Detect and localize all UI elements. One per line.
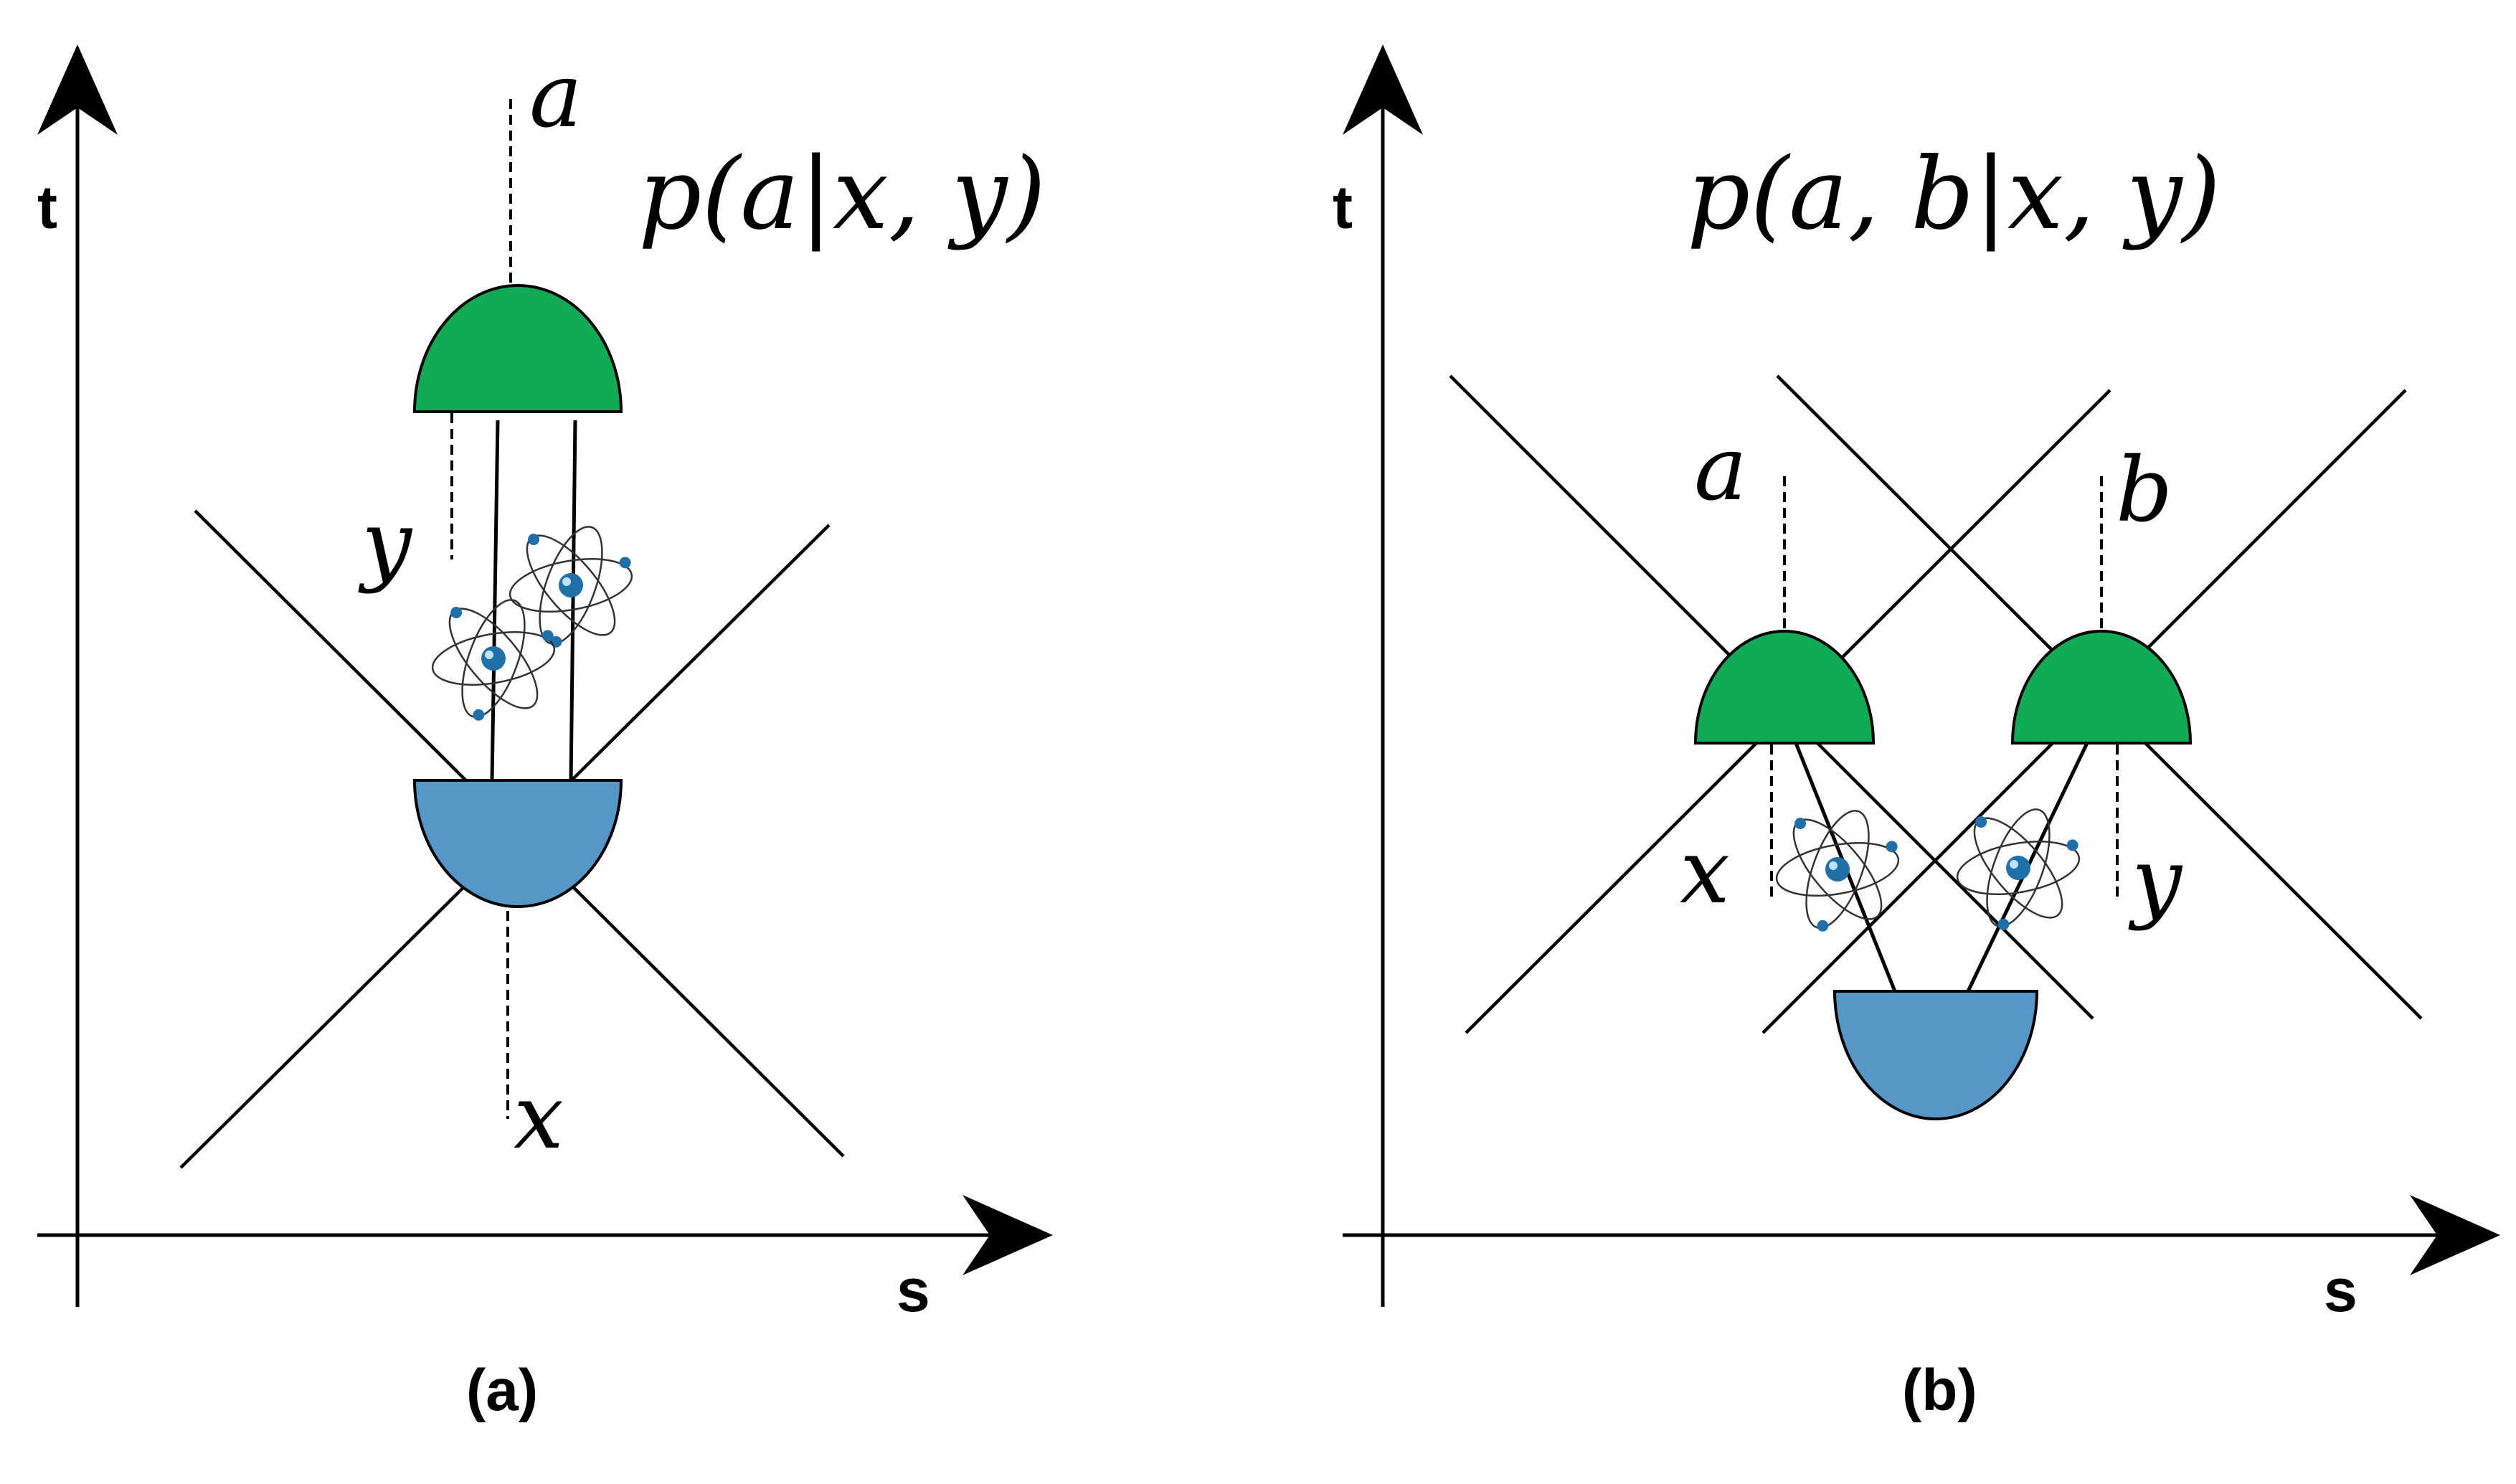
detector-icon bbox=[412, 284, 623, 413]
source-icon bbox=[412, 779, 623, 908]
probability-formula: p(a|x, y) bbox=[638, 136, 1046, 252]
wire bbox=[569, 420, 577, 781]
t-axis-label: t bbox=[37, 174, 57, 241]
panel-caption: (a) bbox=[466, 1358, 538, 1423]
panel-b: t s a b x y p(a, b|x, y) (b) bbox=[1333, 44, 2500, 1423]
setting-y-label: y bbox=[2128, 829, 2183, 932]
detector-icon bbox=[2010, 630, 2193, 745]
probability-formula: p(a, b|x, y) bbox=[1687, 136, 2221, 252]
setting-y-label: y bbox=[358, 492, 413, 595]
input-x-label: x bbox=[514, 1066, 564, 1169]
source-icon bbox=[1832, 990, 2039, 1120]
panel-a: t s a y x p(a|x, y) (a) bbox=[37, 44, 1053, 1423]
wire bbox=[490, 420, 500, 781]
t-axis-arrowhead bbox=[1343, 44, 1423, 135]
setting-x-label: x bbox=[1680, 821, 1730, 924]
s-axis-label: s bbox=[897, 1257, 930, 1324]
detector-icon bbox=[1693, 630, 1876, 745]
t-axis-arrowhead bbox=[37, 44, 118, 135]
panel-caption: (b) bbox=[1902, 1358, 1977, 1423]
atom-icon bbox=[1945, 791, 2093, 945]
t-axis-label: t bbox=[1333, 174, 1353, 241]
s-axis-label: s bbox=[2324, 1257, 2357, 1324]
output-b-label: b bbox=[2116, 439, 2172, 542]
s-axis-arrowhead bbox=[963, 1195, 1053, 1275]
output-a-label: a bbox=[529, 44, 582, 148]
s-axis-arrowhead bbox=[2410, 1195, 2500, 1275]
output-a-label: a bbox=[1694, 417, 1747, 521]
